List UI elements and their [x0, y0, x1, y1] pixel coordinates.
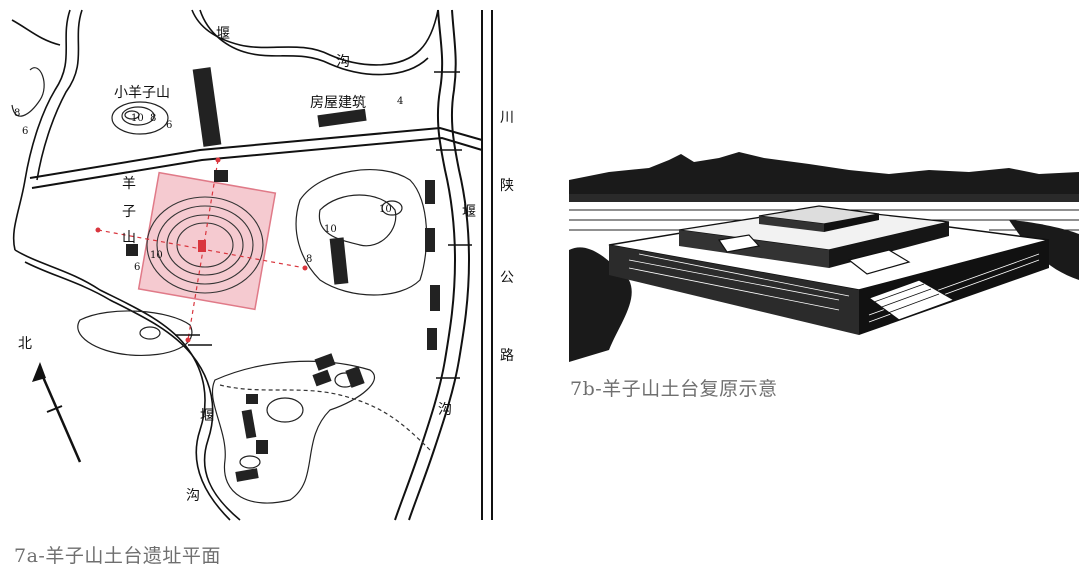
crossing-ticks [175, 71, 472, 379]
label-yangzishan-2: 子 [122, 204, 136, 220]
label-north: 北 [18, 336, 32, 352]
mountain-range [569, 152, 1079, 198]
label-ditch-right: 沟 [438, 402, 452, 418]
contour-label: 8 [14, 108, 20, 119]
dashed-path [219, 384, 431, 451]
label-road-2: 陕 [500, 178, 514, 194]
right-creek [394, 9, 471, 521]
contour-label: 8 [306, 254, 312, 265]
ramps [717, 234, 956, 321]
contour-label: 10 [131, 113, 144, 124]
label-road-1: 川 [500, 110, 514, 126]
contour-label: 10 [150, 250, 163, 261]
label-yangzishan-3: 山 [122, 230, 136, 246]
label-road-3: 公 [500, 270, 514, 286]
contour-label: 4 [397, 96, 403, 107]
contour-label: 6 [22, 126, 28, 137]
road-lines [29, 10, 493, 520]
label-weir-right: 堰 [462, 204, 476, 220]
contour-label: 10 [379, 204, 392, 215]
label-weir-bottom: 堰 [200, 408, 214, 424]
caption-7b: 7b-羊子山土台复原示意 [570, 378, 778, 400]
label-yangzishan-1: 羊 [122, 176, 136, 192]
highlight-square [137, 171, 277, 311]
contours [11, 67, 428, 504]
platform-contours [146, 196, 264, 294]
label-ditch-bottom: 沟 [186, 488, 200, 504]
center-marker [198, 240, 206, 252]
contour-label: 10 [324, 224, 337, 235]
label-xiao-yangzishan: 小羊子山 [114, 85, 170, 101]
contour-label: 8 [150, 113, 156, 124]
reconstruction-sketch [569, 150, 1079, 362]
label-ditch-top: 沟 [336, 54, 350, 70]
top-platform [758, 205, 880, 232]
label-weir-top: 堰 [216, 26, 230, 42]
north-arrow [32, 362, 82, 463]
site-plan-map: 小羊子山 房屋建筑 北 羊 子 山 川 陕 公 路 堰 沟 堰 沟 堰 沟 10… [0, 0, 530, 525]
caption-7a: 7a-羊子山土台遗址平面 [14, 545, 221, 567]
label-road-4: 路 [500, 348, 514, 364]
axis-lines [97, 159, 306, 341]
contour-label: 6 [134, 262, 140, 273]
label-house: 房屋建筑 [310, 95, 366, 111]
building-blocks [126, 67, 440, 482]
contour-label: 6 [166, 120, 172, 131]
